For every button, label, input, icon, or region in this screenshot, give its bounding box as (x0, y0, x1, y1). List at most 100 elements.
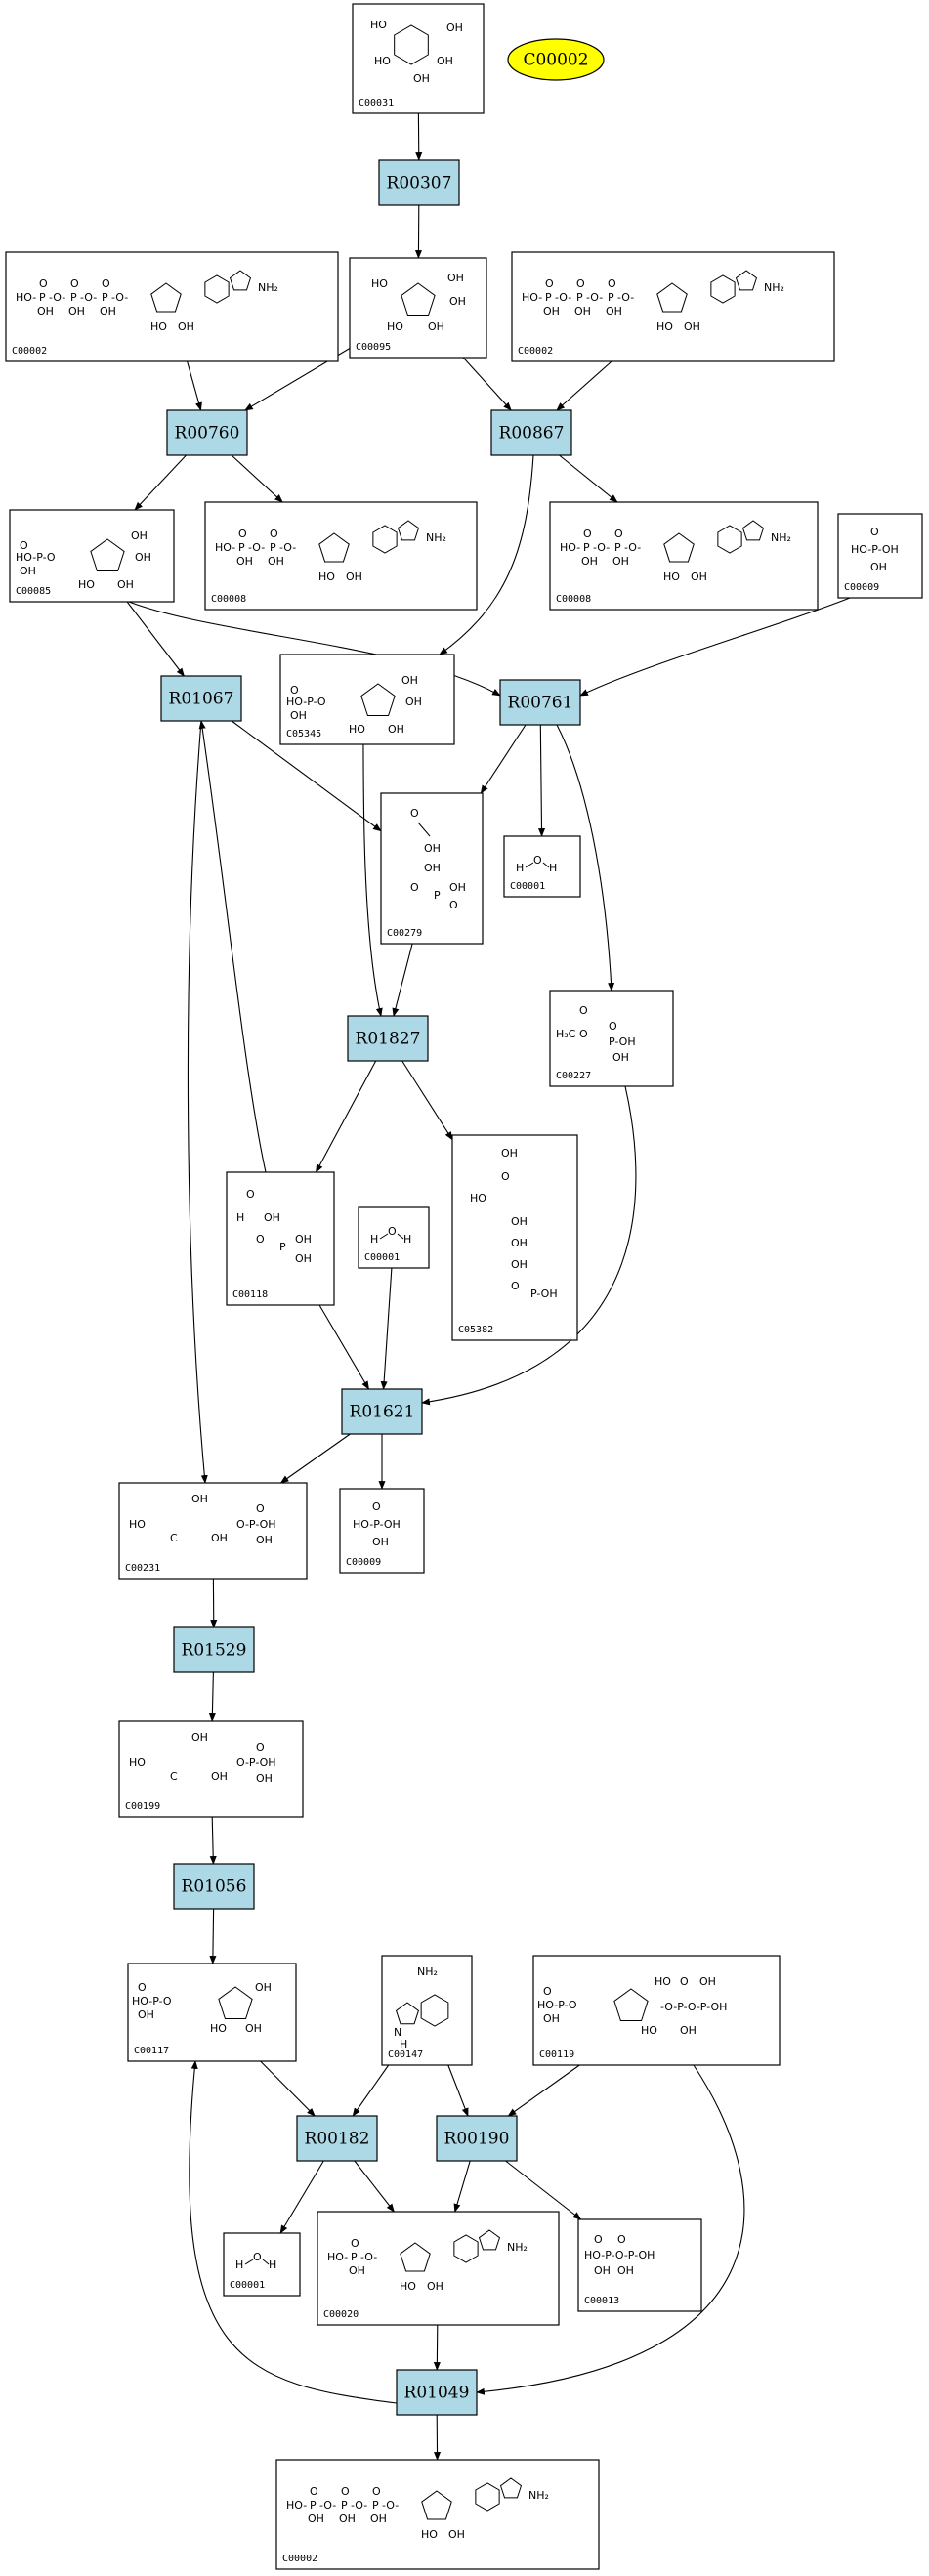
svg-text:OH: OH (699, 1975, 716, 1988)
reaction-node-r00761[interactable]: R00761 (499, 679, 581, 726)
svg-text:P-OH: P-OH (530, 1288, 558, 1300)
svg-text:HO: HO (374, 55, 391, 67)
reaction-node-r01529[interactable]: R01529 (173, 1626, 255, 1673)
reaction-node-r01067[interactable]: R01067 (160, 675, 242, 722)
edge-r_r00182-to-c_h2o_c (279, 2160, 324, 2234)
edge-r_r00761-to-c_h2o_a (537, 724, 546, 837)
edge-c_c00119-to-r_r01049 (476, 2064, 745, 2395)
svg-text:OH: OH (581, 555, 598, 568)
svg-text:HO: HO (387, 320, 403, 333)
svg-text:-O-: -O- (279, 541, 296, 554)
svg-text:P: P (372, 2499, 379, 2512)
compound-label: C00001 (510, 881, 545, 892)
edge-c_c00227-to-r_r01621 (421, 1085, 637, 1406)
svg-text:OH: OH (424, 862, 441, 874)
compound-node-c00001[interactable]: HOH C00001 (503, 835, 581, 898)
edge-c_atp_r-to-r_r00867 (556, 360, 612, 411)
structure-water: HOH (370, 1225, 411, 1246)
svg-text:O: O (583, 528, 592, 540)
svg-text:OH: OH (268, 555, 284, 568)
svg-text:HO: HO (78, 578, 95, 591)
reaction-node-r00190[interactable]: R00190 (436, 2115, 518, 2162)
svg-text:P: P (238, 541, 245, 554)
svg-text:-O-P-O-P-OH: -O-P-O-P-OH (660, 2001, 727, 2013)
reaction-node-r01621[interactable]: R01621 (341, 1388, 423, 1435)
svg-text:P: P (583, 541, 590, 554)
reaction-node-r00307[interactable]: R00307 (378, 159, 460, 206)
edge-c_pi_top-to-r_r00761 (579, 597, 851, 697)
svg-text:-O-: -O- (624, 541, 641, 554)
svg-text:O-P-OH: O-P-OH (236, 1518, 276, 1531)
svg-text:OH: OH (211, 1770, 228, 1783)
svg-text:OH: OH (191, 1731, 208, 1744)
edge-r_r00867-to-c_adp_r (559, 454, 618, 503)
reaction-node-r01827[interactable]: R01827 (347, 1015, 429, 1062)
seed-node[interactable]: C00002 (507, 38, 605, 81)
svg-text:O: O (256, 1502, 265, 1515)
svg-text:OH: OH (684, 320, 700, 333)
svg-text:OH: OH (370, 2513, 387, 2525)
svg-text:OH: OH (691, 570, 707, 583)
reaction-node-r01049[interactable]: R01049 (396, 2369, 478, 2416)
svg-text:OH: OH (448, 2528, 465, 2541)
svg-text:OH: OH (511, 1258, 528, 1271)
svg-text:H: H (403, 1233, 411, 1246)
reaction-node-r00182[interactable]: R00182 (296, 2115, 378, 2162)
svg-text:O: O (511, 1280, 520, 1292)
structure-water: HOH (516, 854, 557, 874)
seed-label: C00002 (523, 51, 588, 70)
svg-text:-O-: -O- (49, 291, 65, 304)
edge-r_r01827-to-c_c00118 (316, 1060, 377, 1173)
svg-text:OH: OH (511, 1237, 528, 1249)
reaction-label: R01621 (350, 1403, 415, 1422)
compound-label: C00001 (230, 2280, 265, 2291)
svg-text:O: O (576, 277, 585, 290)
edge-c_c00020-to-r_r01049 (433, 2324, 441, 2371)
svg-text:HO: HO (129, 1518, 146, 1531)
svg-text:HO-: HO- (286, 2499, 307, 2512)
reaction-node-r00867[interactable]: R00867 (490, 409, 572, 456)
svg-text:P: P (39, 291, 46, 304)
reaction-node-r00760[interactable]: R00760 (166, 409, 248, 456)
svg-text:OH: OH (20, 565, 36, 577)
compound-label: C05382 (458, 1325, 493, 1335)
svg-text:OH: OH (612, 555, 629, 568)
reaction-node-r01056[interactable]: R01056 (173, 1863, 255, 1910)
svg-text:C: C (170, 1532, 178, 1544)
reaction-label: R01827 (356, 1030, 421, 1049)
svg-text:P: P (102, 291, 108, 304)
svg-text:P: P (270, 541, 276, 554)
svg-text:OH: OH (245, 2022, 262, 2035)
edge-r_r01067-to-c_c00231 (187, 720, 208, 1484)
